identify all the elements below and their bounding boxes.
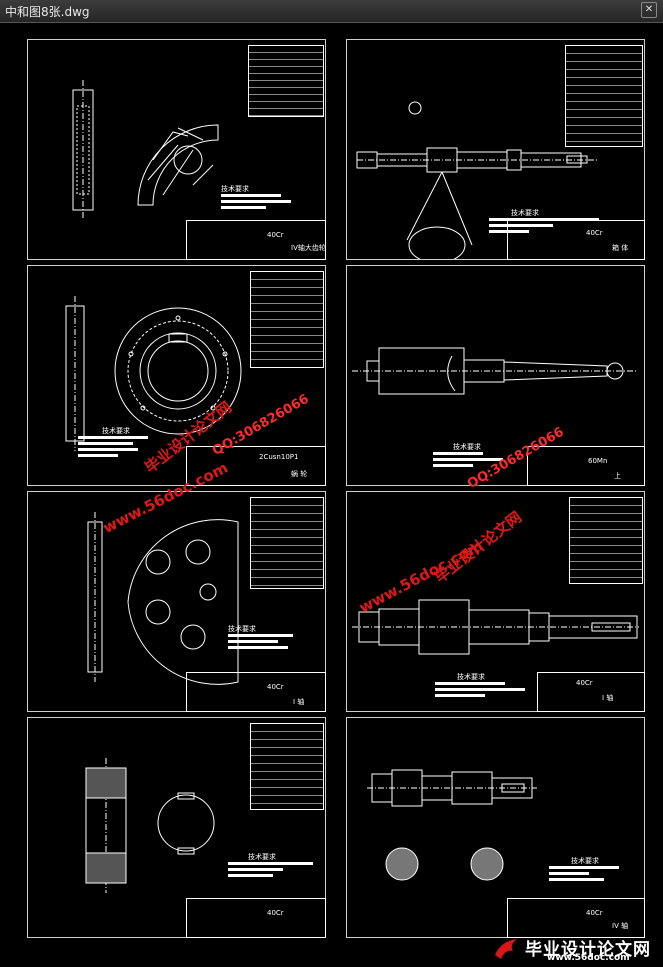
close-icon[interactable]: ✕ bbox=[641, 2, 657, 18]
notes-title: 技术要求 bbox=[453, 443, 481, 451]
part-name-label: 蜗 轮 bbox=[291, 470, 308, 478]
drawing-sheet-5[interactable]: 技术要求 40Cr I 轴 bbox=[27, 491, 326, 712]
notes-block: 技术要求 bbox=[228, 624, 318, 654]
title-block: 60Mn 上 bbox=[527, 446, 645, 486]
drawing-sheet-8[interactable]: 技术要求 40Cr IV 轴 bbox=[346, 717, 645, 938]
material-label: 2Cusn10P1 bbox=[259, 453, 299, 461]
window-title: 中和图8张.dwg bbox=[5, 5, 90, 19]
part-name-label: 箱 体 bbox=[612, 244, 629, 252]
gear-shaft-drawing bbox=[352, 599, 639, 655]
notes-title: 技术要求 bbox=[511, 209, 539, 217]
notes-block: 技术要求 bbox=[487, 208, 607, 238]
output-shaft-drawing bbox=[367, 769, 537, 881]
notes-block: 技术要求 bbox=[547, 856, 637, 886]
notes-title: 技术要求 bbox=[457, 673, 485, 681]
material-label: 40Cr bbox=[267, 231, 284, 239]
material-label: 60Mn bbox=[588, 457, 608, 465]
drawing-sheet-2[interactable]: 技术要求 40Cr 箱 体 bbox=[346, 39, 645, 260]
bird-icon bbox=[495, 939, 517, 959]
material-label: 40Cr bbox=[576, 679, 593, 687]
drawing-sheet-6[interactable]: 技术要求 40Cr I 轴 bbox=[346, 491, 645, 712]
gear-drawing bbox=[72, 80, 219, 220]
notes-block: 技术要求 bbox=[228, 852, 318, 882]
param-table bbox=[565, 45, 643, 147]
param-table bbox=[569, 497, 643, 584]
worm-shaft-drawing bbox=[356, 101, 597, 259]
worm-wheel-drawing bbox=[65, 296, 242, 451]
part-name-label: IV轴大齿轮 bbox=[291, 244, 326, 252]
param-table bbox=[250, 497, 324, 589]
title-block: 40Cr I 轴 bbox=[186, 672, 326, 712]
logo-url: www.56doc.com bbox=[547, 953, 630, 963]
notes-title: 技术要求 bbox=[221, 185, 249, 193]
title-block: 40Cr bbox=[186, 898, 326, 938]
notes-title: 技术要求 bbox=[571, 857, 599, 865]
shaft-drawing bbox=[352, 347, 637, 395]
notes-title: 技术要求 bbox=[248, 853, 276, 861]
title-block: 40Cr IV轴大齿轮 bbox=[186, 220, 326, 260]
drawing-canvas[interactable]: 技术要求 40Cr IV轴大齿轮 bbox=[0, 23, 663, 967]
param-table bbox=[248, 45, 324, 117]
notes-title: 技术要求 bbox=[228, 625, 256, 633]
param-table bbox=[250, 723, 324, 810]
site-logo: 毕业设计论文网 www.56doc.com bbox=[489, 935, 657, 963]
drawing-sheet-3[interactable]: 技术要求 2Cusn10P1 蜗 轮 bbox=[27, 265, 326, 486]
notes-block: 技术要求 bbox=[431, 442, 531, 472]
title-block: 2Cusn10P1 蜗 轮 bbox=[186, 446, 326, 486]
title-block: 40Cr I 轴 bbox=[537, 672, 645, 712]
part-name-label: 上 bbox=[614, 472, 621, 480]
gear-blank-drawing bbox=[87, 512, 239, 685]
material-label: 40Cr bbox=[586, 229, 603, 237]
material-label: 40Cr bbox=[267, 683, 284, 691]
drawing-sheet-1[interactable]: 技术要求 40Cr IV轴大齿轮 bbox=[27, 39, 326, 260]
logo-text: 毕业设计论文网 bbox=[525, 940, 651, 960]
title-block: 40Cr 箱 体 bbox=[507, 220, 645, 260]
notes-block: 技术要求 bbox=[433, 672, 543, 702]
material-label: 40Cr bbox=[586, 909, 603, 917]
sleeve-drawing bbox=[85, 758, 215, 893]
notes-block: 技术要求 bbox=[76, 426, 166, 476]
title-bar: 中和图8张.dwg ✕ bbox=[0, 0, 663, 23]
notes-title: 技术要求 bbox=[102, 427, 130, 435]
part-name-label: IV 轴 bbox=[612, 922, 629, 930]
part-name-label: I 轴 bbox=[602, 694, 614, 702]
drawing-sheet-4[interactable]: 技术要求 60Mn 上 bbox=[346, 265, 645, 486]
notes-block: 技术要求 bbox=[221, 184, 311, 214]
drawing-sheet-7[interactable]: 技术要求 40Cr bbox=[27, 717, 326, 938]
param-table bbox=[250, 271, 324, 368]
part-name-label: I 轴 bbox=[293, 698, 305, 706]
title-block: 40Cr IV 轴 bbox=[507, 898, 645, 938]
material-label: 40Cr bbox=[267, 909, 284, 917]
